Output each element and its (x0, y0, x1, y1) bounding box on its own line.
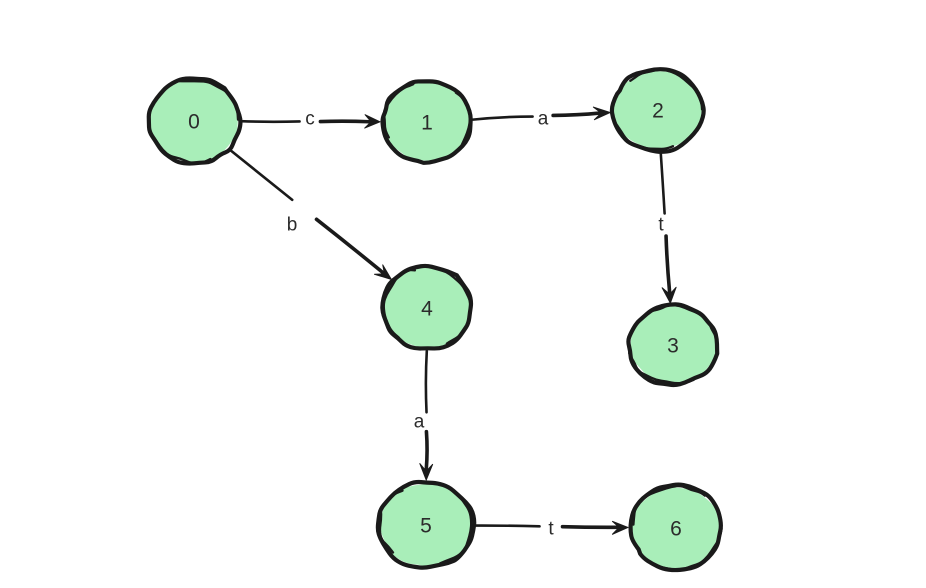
edge-arrowhead (611, 520, 629, 535)
node-label-1: 1 (421, 112, 433, 135)
node-6[interactable]: 6 (628, 482, 723, 573)
node-fill (631, 487, 720, 570)
node-label-3: 3 (667, 335, 679, 358)
edge-arrowhead (661, 286, 677, 304)
edge-0-1 (239, 114, 381, 129)
node-label-4: 4 (421, 298, 433, 321)
node-5[interactable]: 5 (375, 479, 477, 570)
edge-1-2 (471, 106, 611, 121)
edge-shaft (424, 429, 429, 472)
edge-shaft (424, 349, 429, 414)
edge-labels-layer: c a b t a t (287, 109, 665, 540)
edge-arrowhead (419, 463, 434, 481)
edge-arrowhead (364, 114, 381, 129)
edge-arrowhead (592, 106, 611, 121)
edges-layer (228, 106, 677, 535)
edge-label-b: b (287, 215, 298, 236)
node-outline-sketch (378, 482, 473, 568)
node-fill (630, 306, 718, 384)
edge-shaft (314, 217, 385, 275)
edge-0-4 (228, 148, 392, 280)
node-outline-sketch (627, 303, 718, 385)
edge-shaft (473, 524, 541, 528)
edge-shaft (471, 115, 534, 121)
node-3[interactable]: 3 (626, 302, 720, 388)
edge-shaft (560, 524, 620, 530)
node-label-2: 2 (652, 100, 664, 123)
node-fill (383, 82, 472, 161)
node-4[interactable]: 4 (380, 263, 474, 351)
node-fill (380, 483, 473, 567)
node-label-5: 5 (420, 515, 432, 538)
nodes-layer: 0 1 2 3 4 5 6 (146, 67, 723, 573)
edge-shaft (551, 111, 602, 118)
edge-arrowhead (374, 264, 392, 280)
node-1[interactable]: 1 (380, 79, 473, 165)
edge-label-a: a (538, 109, 549, 130)
edge-4-5 (419, 349, 434, 481)
node-label-6: 6 (670, 518, 682, 541)
edge-shaft (228, 148, 294, 202)
edge-label-t: t (548, 519, 554, 540)
node-fill (382, 266, 471, 349)
node-fill (149, 80, 239, 162)
node-label-0: 0 (188, 111, 200, 134)
edge-label-c: c (305, 109, 315, 130)
node-0[interactable]: 0 (146, 76, 243, 166)
node-2[interactable]: 2 (609, 67, 706, 154)
edge-label-a: a (414, 412, 425, 433)
node-fill (613, 71, 703, 149)
node-outline-sketch (632, 484, 723, 571)
node-outline-sketch (382, 81, 472, 163)
edge-5-6 (473, 520, 629, 535)
node-outline-sketch (382, 266, 472, 351)
node-outline-sketch (611, 68, 704, 151)
node-outline-sketch (147, 79, 240, 165)
edge-shaft (659, 150, 666, 215)
edge-2-3 (659, 150, 677, 304)
edge-shaft (664, 234, 672, 295)
edge-shaft (239, 119, 301, 124)
edge-shaft (318, 119, 372, 124)
edge-label-t: t (658, 215, 664, 236)
